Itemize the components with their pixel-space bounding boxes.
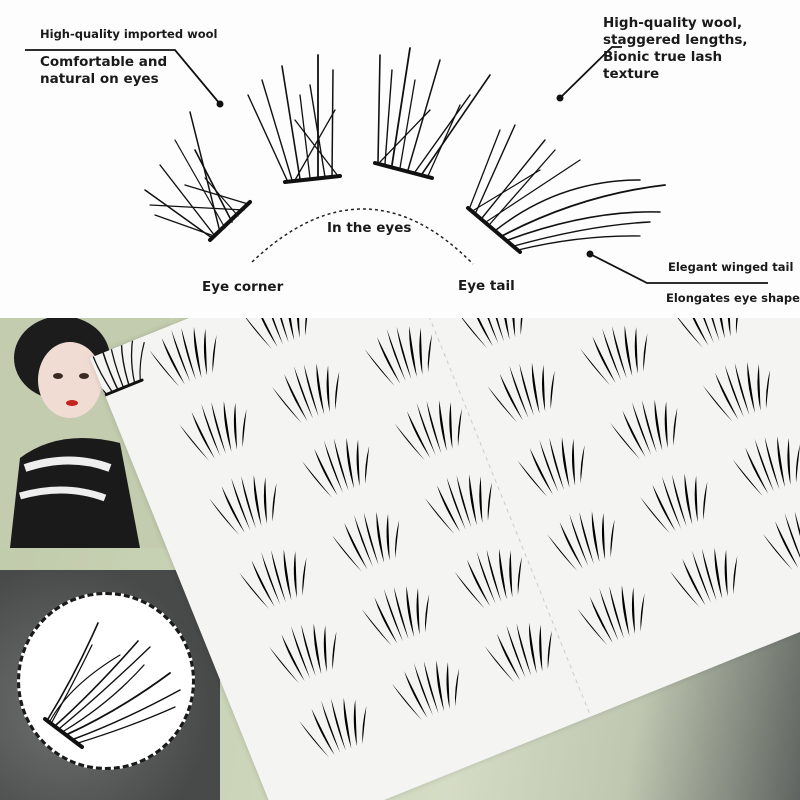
lash-cluster-eye-corner xyxy=(144,111,252,242)
annotation-winged-tail: Elegant winged tail xyxy=(668,260,794,274)
arc-label-eye-corner: Eye corner xyxy=(202,279,284,295)
arc-label-eye-tail: Eye tail xyxy=(458,278,515,294)
pointer-dot-icon xyxy=(556,94,564,102)
lash-cluster-inner-1 xyxy=(247,54,342,184)
annotation-elongates: Elongates eye shape xyxy=(666,291,800,305)
arc-label-in-the-eyes: In the eyes xyxy=(327,220,412,236)
lash-diagram-panel: High-quality imported wool Comfortable a… xyxy=(0,0,800,318)
pointer-dot-icon xyxy=(216,100,224,108)
annotation-comfort-line2: natural on eyes xyxy=(40,71,159,87)
annotation-right-line4: texture xyxy=(603,66,660,82)
diagram-lines-and-lashes xyxy=(25,46,768,284)
annotation-heading-wool: High-quality imported wool xyxy=(40,27,218,41)
lash-cluster-eye-tail xyxy=(466,124,666,254)
annotation-right-line1: High-quality wool, xyxy=(603,15,743,31)
annotation-right-line2: staggered lengths, xyxy=(603,32,748,48)
cluster-rows xyxy=(143,318,800,765)
lash-cluster-inner-2 xyxy=(373,47,491,180)
pointer-dot-icon xyxy=(586,250,594,258)
zoom-detail-circle xyxy=(17,592,195,770)
single-lash-cluster-closeup xyxy=(43,622,181,749)
annotation-comfort-line1: Comfortable and xyxy=(40,54,168,70)
annotation-right-line3: Bionic true lash xyxy=(603,49,723,65)
eye-arc-dotted xyxy=(251,208,474,265)
